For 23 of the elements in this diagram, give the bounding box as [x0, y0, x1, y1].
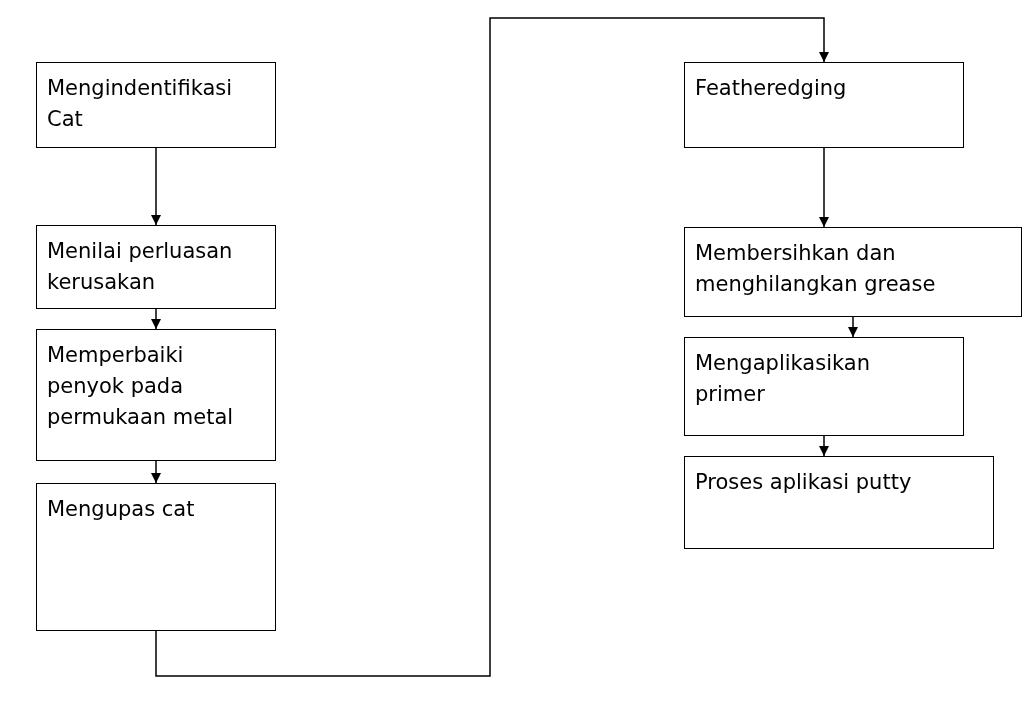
arrow: [150, 460, 162, 484]
step-label: Featheredging: [695, 75, 848, 102]
process-box: [36, 62, 276, 148]
arrow: [818, 147, 830, 228]
step-label: Memperbaiki penyok pada permukaan metal: [47, 342, 235, 431]
arrow: [150, 147, 162, 226]
process-box: [36, 483, 276, 631]
step-label: Mengindentifikasi Cat: [47, 75, 234, 133]
process-box: [684, 62, 964, 148]
process-box: [36, 329, 276, 461]
process-box: [684, 227, 1022, 317]
step-label: Menilai perluasan kerusakan: [47, 238, 234, 296]
arrow: [818, 435, 830, 457]
process-box: [36, 225, 276, 309]
step-label: Proses aplikasi putty: [695, 469, 913, 496]
process-box: [684, 456, 994, 549]
step-label: Membersihkan dan menghilangkan grease: [695, 240, 937, 298]
process-box: [684, 337, 964, 436]
arrow: [150, 308, 162, 330]
arrow: [847, 316, 859, 338]
step-label: Mengupas cat: [47, 496, 196, 523]
arrow: [155, 17, 830, 677]
step-label: Mengaplikasikan primer: [695, 350, 871, 408]
